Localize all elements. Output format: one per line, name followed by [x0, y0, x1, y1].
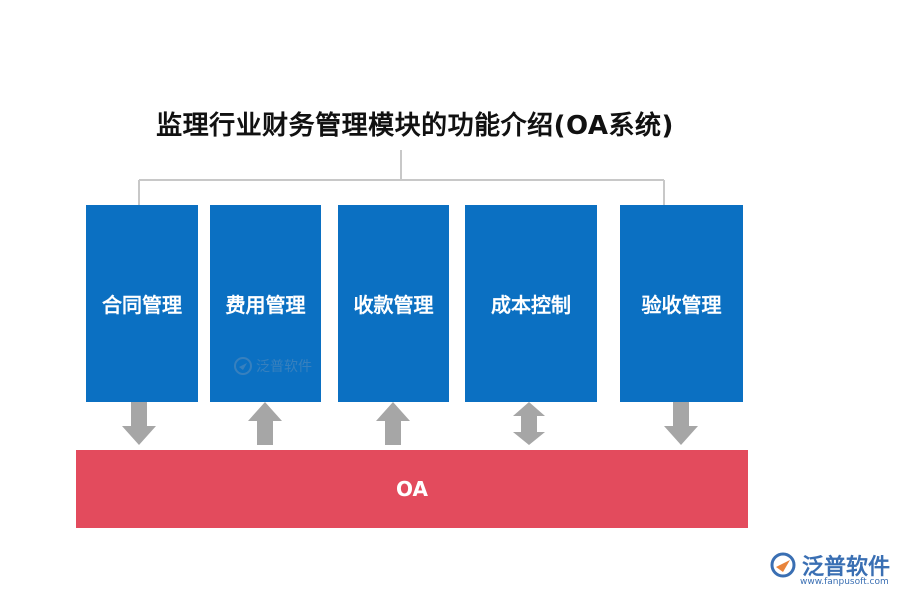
watermark-text: 泛普软件 — [256, 359, 312, 375]
arrow-both-icon — [513, 402, 545, 445]
module-expense: 费用管理 — [210, 205, 321, 402]
module-acceptance: 验收管理 — [620, 205, 743, 402]
arrow-up-icon — [248, 402, 282, 445]
brand-logo-icon — [770, 552, 796, 578]
watermark-logo-icon — [234, 357, 252, 375]
arrow-down-icon — [664, 402, 698, 445]
module-label: 收款管理 — [353, 293, 434, 317]
module-contract: 合同管理 — [86, 205, 198, 402]
module-label: 成本控制 — [491, 293, 571, 317]
module-cost-control: 成本控制 — [465, 205, 597, 402]
oa-label: OA — [396, 477, 428, 501]
arrow-down-icon — [122, 402, 156, 445]
watermark: 泛普软件 — [234, 356, 312, 376]
tree-connector — [138, 150, 665, 205]
brand-logo: 泛普软件 — [770, 549, 890, 581]
module-label: 费用管理 — [225, 293, 306, 317]
module-label: 合同管理 — [102, 293, 182, 317]
oa-system-bar: OA — [76, 450, 748, 528]
brand-name: 泛普软件 — [802, 555, 891, 580]
module-label: 验收管理 — [641, 293, 722, 317]
module-receipt: 收款管理 — [338, 205, 449, 402]
arrow-up-icon — [376, 402, 410, 445]
diagram-title: 监理行业财务管理模块的功能介绍(OA系统) — [156, 111, 674, 141]
brand-url: www.fanpusoft.com — [800, 577, 889, 587]
